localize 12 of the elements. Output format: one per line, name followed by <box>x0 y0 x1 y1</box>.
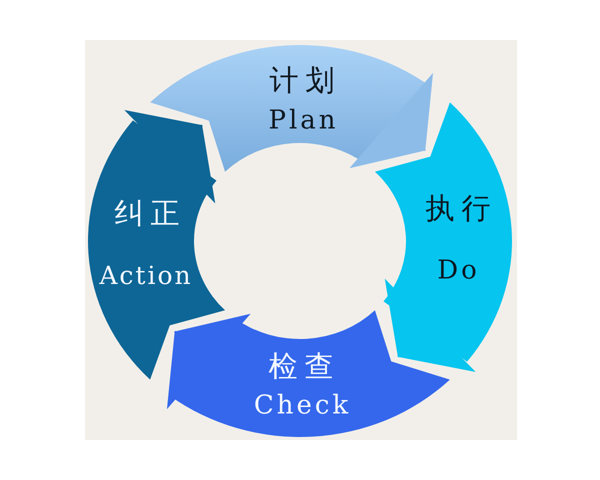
stage-title: 检查 <box>268 350 340 382</box>
stage-label: Check <box>252 392 352 420</box>
stage-title: 纠正 <box>114 198 186 228</box>
cycle-arrow <box>166 314 251 410</box>
cycle-arrow <box>349 72 434 168</box>
cycle-arrow <box>124 110 216 204</box>
stage-label: Plan <box>267 107 339 135</box>
stage-label: Do <box>436 257 480 285</box>
stage-title: 执行 <box>424 192 498 224</box>
stage-title: 计划 <box>268 64 342 96</box>
cycle-arrow <box>384 278 476 372</box>
stage-label: Action <box>98 262 193 290</box>
